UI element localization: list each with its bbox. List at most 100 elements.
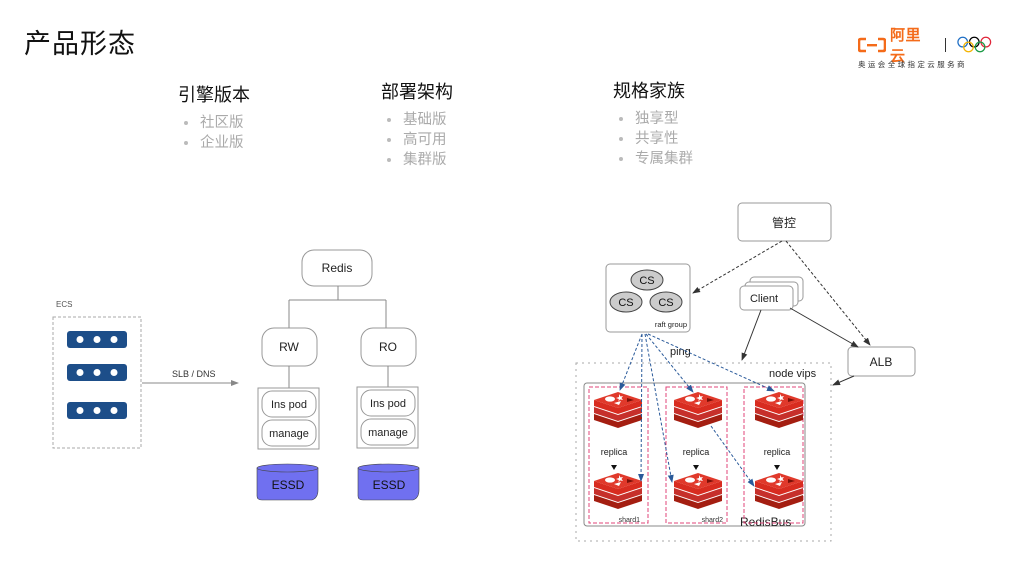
list-item: 独享型	[613, 109, 693, 129]
list-item: 专属集群	[613, 149, 693, 169]
redis-logo-icon	[594, 473, 642, 509]
bullet-icon	[619, 137, 623, 141]
control-to-alb-arrow	[785, 240, 871, 346]
client-label: Client	[750, 293, 778, 305]
raft-group-label: raft group	[655, 320, 687, 329]
logo-subtitle: 奥运会全球指定云服务商	[858, 60, 967, 69]
bullet-icon	[387, 138, 391, 142]
cs-label: CS	[639, 275, 654, 287]
manage-label: manage	[368, 427, 408, 439]
shard-label: shard1	[619, 517, 641, 524]
logo-divider	[944, 38, 946, 52]
list-item-label: 集群版	[403, 152, 447, 168]
server-icon	[67, 364, 127, 381]
redis-logo-icon	[594, 392, 642, 428]
manage-node	[360, 418, 416, 446]
essd-label: ESSD	[373, 478, 406, 492]
redis-logo-icon	[674, 392, 722, 428]
cs-node	[649, 291, 683, 313]
ro-label: RO	[379, 340, 397, 354]
alb-to-vips-arrow	[832, 375, 855, 386]
redis-root-label: Redis	[322, 261, 353, 275]
replica-label: replica	[601, 447, 628, 457]
replica-label: replica	[764, 447, 791, 457]
redisbus-box	[583, 382, 806, 527]
aliyun-mark-icon	[858, 37, 886, 53]
list-item-label: 基础版	[403, 112, 447, 128]
aliyun-logo: 阿里云 奥运会全球指定云服务商	[858, 26, 998, 74]
cs-label: CS	[618, 297, 633, 309]
control-label: 管控	[772, 215, 796, 230]
shard-group	[588, 386, 649, 524]
cs-node	[609, 291, 643, 313]
replica-label: replica	[683, 447, 710, 457]
manage-node	[261, 419, 317, 447]
redis-logo-icon	[674, 473, 722, 509]
shard-group	[743, 386, 804, 524]
client-to-alb-arrow	[789, 307, 859, 348]
ping-arrows	[619, 333, 775, 487]
essd-label: ESSD	[272, 478, 305, 492]
alb-label: ALB	[870, 355, 893, 369]
list-item-label: 高可用	[403, 132, 447, 148]
node-vips-group	[575, 362, 832, 542]
alb-node	[847, 346, 916, 377]
list-item: 共享性	[613, 129, 693, 149]
ins-pod-node	[261, 390, 317, 418]
page-title: 产品形态	[24, 29, 136, 60]
list-item-label: 专属集群	[635, 151, 693, 167]
redis-logo-icon	[755, 392, 803, 428]
ping-label: ping	[670, 346, 691, 358]
list-item: 高可用	[381, 130, 453, 150]
ins-pod-node	[360, 389, 416, 417]
redis-root-node	[301, 249, 373, 287]
slb-label: SLB / DNS	[172, 369, 216, 379]
tree-connector	[288, 286, 387, 328]
column-heading: 部署架构	[381, 82, 453, 103]
control-node	[737, 202, 832, 242]
aliyun-brand: 阿里云	[890, 26, 922, 65]
bullet-icon	[184, 121, 188, 125]
server-icon	[67, 331, 127, 348]
ins-pod-label: Ins pod	[271, 399, 307, 411]
column-heading: 引擎版本	[178, 85, 250, 106]
shard-group	[665, 386, 728, 524]
server-icon	[67, 402, 127, 419]
redisbus-label: RedisBus	[740, 515, 791, 529]
control-to-raft-arrow	[692, 240, 783, 294]
bullet-icon	[387, 118, 391, 122]
bullet-icon	[184, 141, 188, 145]
essd-storage-icon	[357, 463, 420, 501]
cs-label: CS	[658, 297, 673, 309]
rw-label: RW	[279, 340, 299, 354]
manage-label: manage	[269, 428, 309, 440]
deployment-architecture-column: 部署架构 基础版 高可用 集群版	[381, 78, 453, 170]
list-item-label: 共享性	[635, 131, 679, 147]
engine-version-column: 引擎版本 社区版 企业版	[178, 81, 250, 153]
raft-group-box	[605, 263, 691, 333]
list-item-label: 企业版	[200, 135, 244, 151]
client-to-vips-arrow	[741, 309, 762, 361]
ecs-group	[52, 316, 142, 449]
essd-storage-icon	[256, 463, 319, 501]
list-item-label: 独享型	[635, 111, 679, 127]
shard-label: shard2	[702, 517, 724, 524]
ins-pod-label: Ins pod	[370, 398, 406, 410]
client-node	[739, 285, 794, 311]
ecs-label: ECS	[56, 300, 72, 309]
bullet-icon	[619, 157, 623, 161]
list-item: 基础版	[381, 110, 453, 130]
list-item: 集群版	[381, 150, 453, 170]
list-item: 企业版	[178, 133, 250, 153]
redis-logo-icon	[755, 473, 803, 509]
olympic-rings-icon	[957, 36, 991, 53]
list-item: 社区版	[178, 113, 250, 133]
bullet-icon	[619, 117, 623, 121]
spec-family-column: 规格家族 独享型 共享性 专属集群	[613, 77, 693, 169]
bullet-icon	[387, 158, 391, 162]
cs-node	[630, 269, 664, 291]
list-item-label: 社区版	[200, 115, 244, 131]
node-vips-label: node vips	[769, 368, 817, 380]
